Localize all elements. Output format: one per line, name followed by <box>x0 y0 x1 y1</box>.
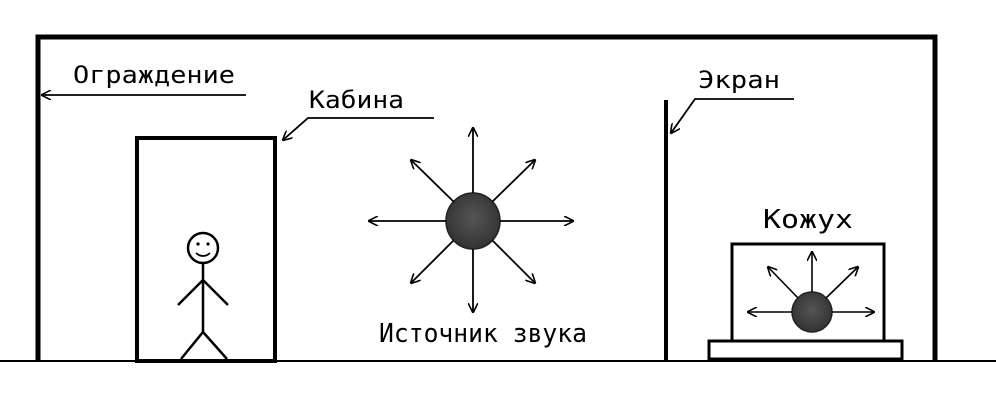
casing-assembly: Кожух <box>707 205 904 361</box>
sound-arrow-up-right <box>491 160 535 203</box>
sound-source-label: Источник звука <box>379 319 587 349</box>
screen-callout: Экран <box>671 66 794 133</box>
casing-arrow-up-left <box>768 267 799 299</box>
person-leg-left <box>180 331 204 360</box>
person-arm-left <box>177 279 204 306</box>
cabin-leader-line <box>283 117 434 140</box>
person-figure <box>177 231 229 360</box>
sound-source-central: Источник звука <box>369 128 587 349</box>
enclosure-callout: Ограждение <box>42 61 246 95</box>
sound-arrow-down-right <box>491 239 535 283</box>
casing-base <box>707 339 904 361</box>
screen-leader-line <box>671 98 794 133</box>
casing-arrow-up-right <box>825 267 858 299</box>
person-leg-right <box>202 331 228 360</box>
person-eye-right <box>206 242 210 246</box>
screen-label: Экран <box>698 66 780 94</box>
sound-arrow-down-left <box>411 239 455 283</box>
person-smile <box>195 252 211 257</box>
casing-label: Кожух <box>763 205 853 235</box>
person-head <box>186 231 220 265</box>
cabin-walls <box>135 136 277 363</box>
cabin-callout: Кабина <box>283 86 434 140</box>
enclosure-label: Ограждение <box>73 61 235 89</box>
person-eye-left <box>196 242 200 246</box>
cabin-label: Кабина <box>309 86 404 114</box>
person-arm-right <box>202 279 229 306</box>
sound-arrow-up-left <box>411 160 455 203</box>
enclosure-walls <box>35 34 938 361</box>
